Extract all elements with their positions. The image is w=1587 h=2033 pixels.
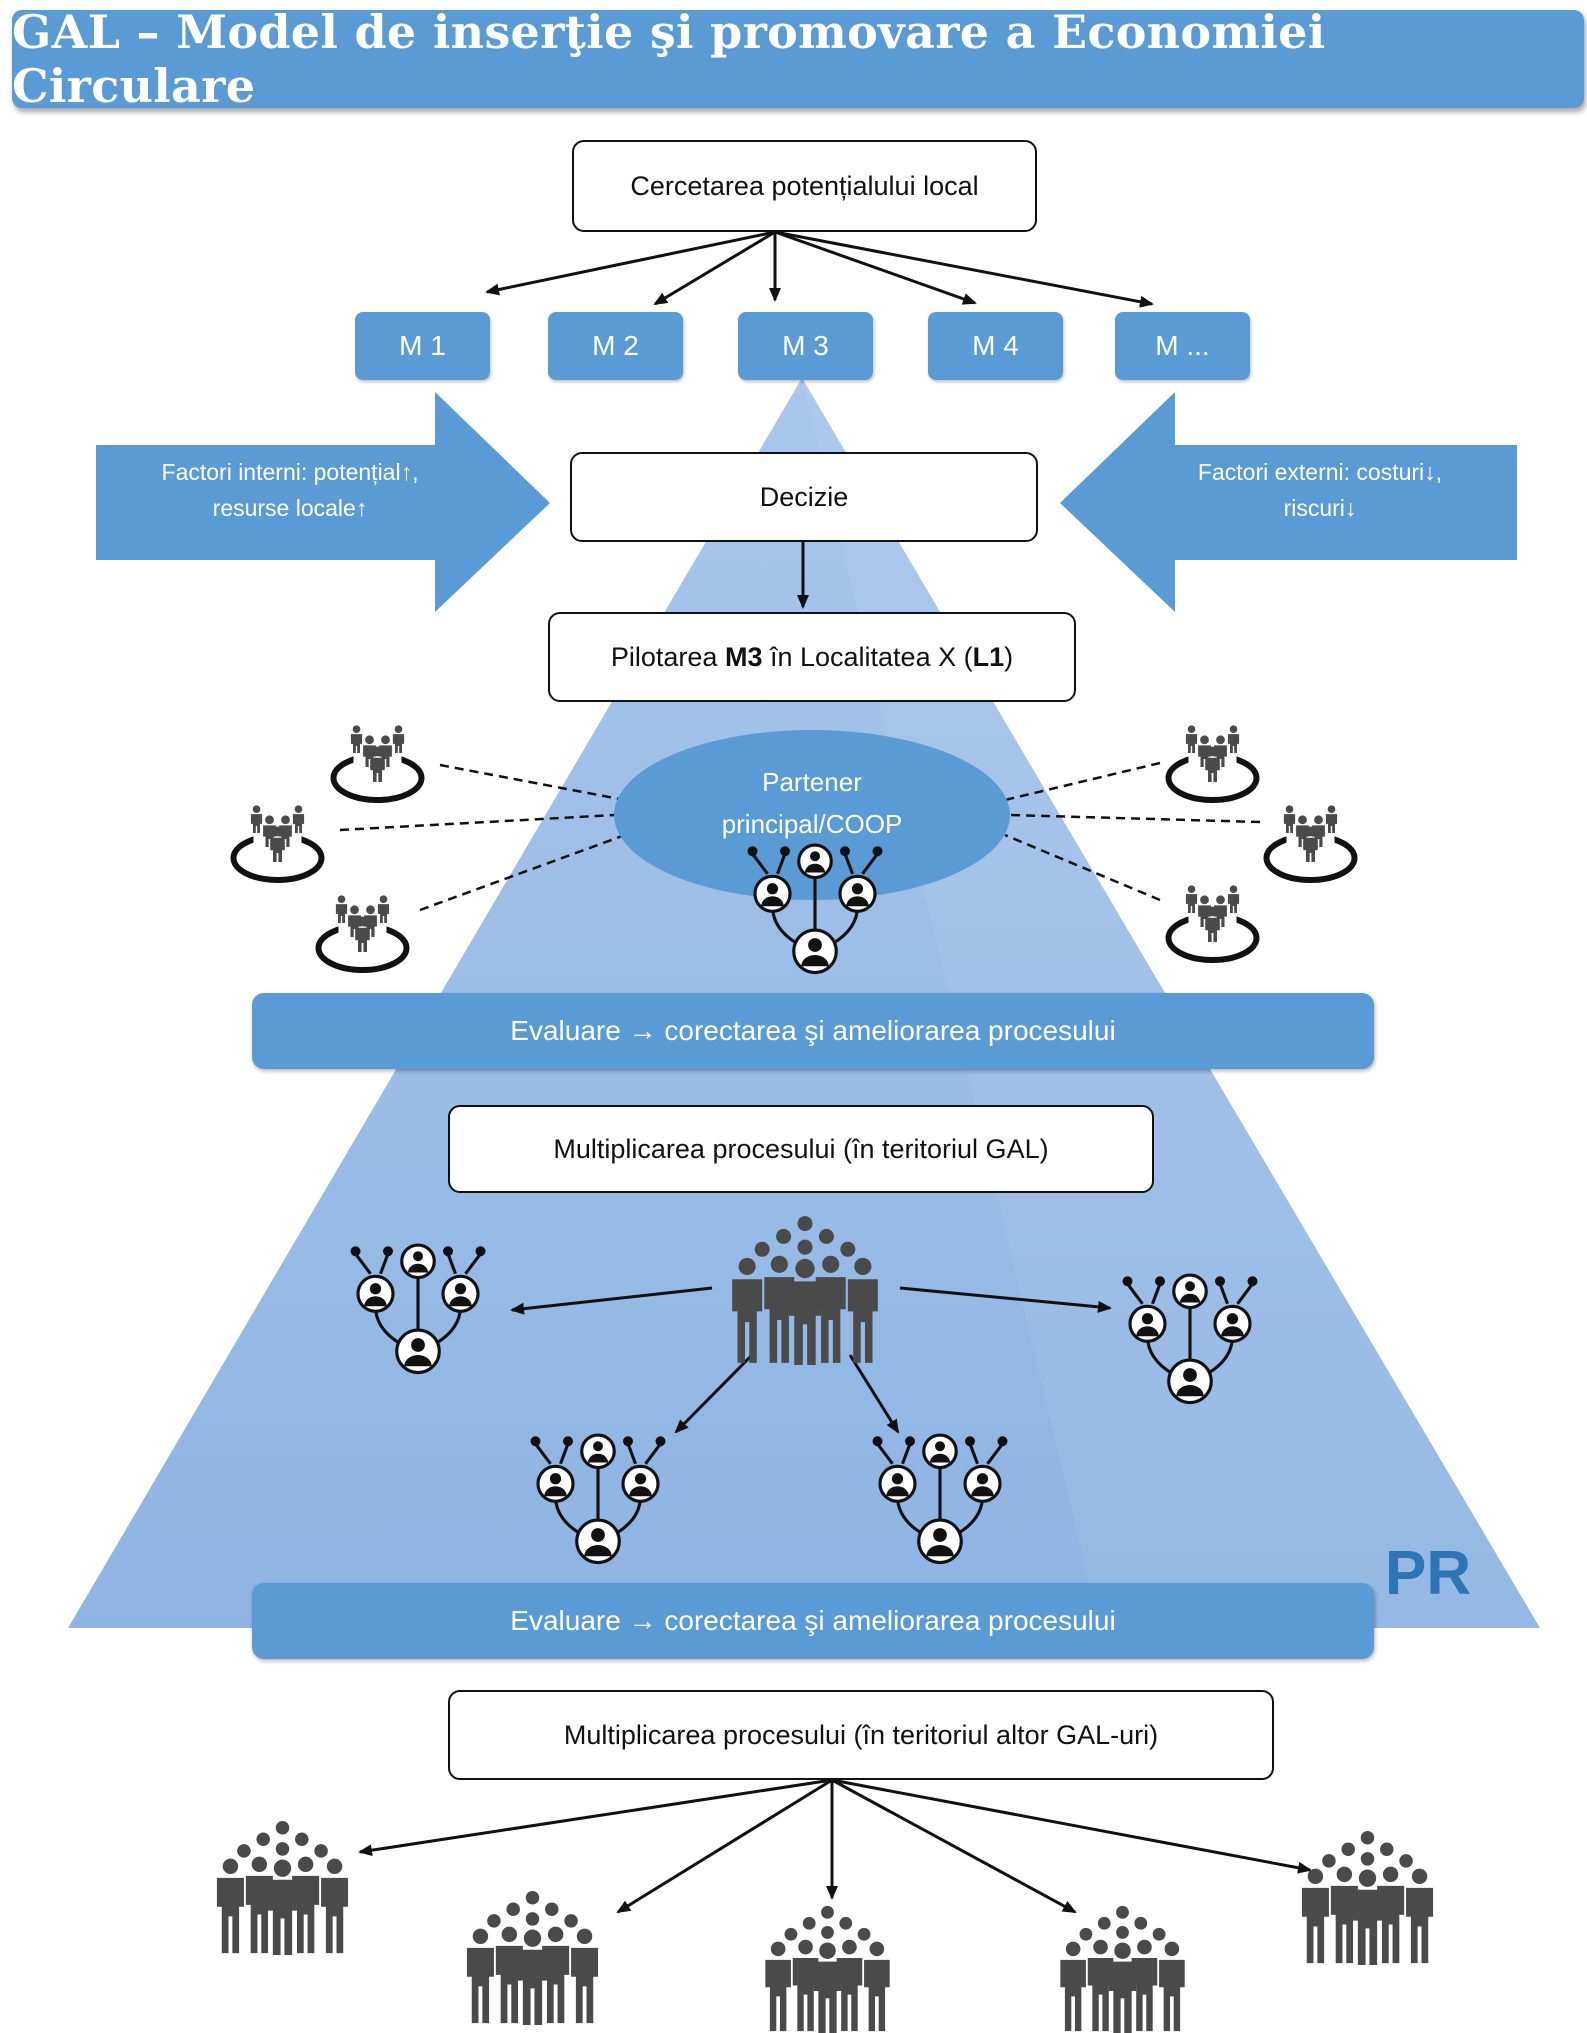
group-circle-icon xyxy=(1169,880,1257,960)
evaluation-label-2: Evaluare → corectarea şi ameliorarea pro… xyxy=(510,1605,1116,1636)
measure-m3-box: M 3 xyxy=(738,312,873,380)
partner-text: Partener principal/COOP xyxy=(662,762,962,845)
group-circle-icon xyxy=(1267,800,1355,880)
measure-label: M ... xyxy=(1155,330,1210,361)
pilot-label: Pilotarea M3 în Localitatea X (L1) xyxy=(611,642,1013,673)
evaluation-label-1: Evaluare → corectarea şi ameliorarea pro… xyxy=(510,1015,1116,1046)
pilot-middle: în Localitatea X ( xyxy=(762,641,973,672)
multiplication-gal-label: Multiplicarea procesului (în teritoriul … xyxy=(553,1133,1049,1164)
measure-label: M 3 xyxy=(782,330,829,361)
group-circle-icon xyxy=(319,890,407,970)
measure-label: M 1 xyxy=(399,330,446,361)
crowd-icon xyxy=(466,1890,599,2025)
partner-ellipse xyxy=(614,730,1010,900)
external-factors-line2: riscuri↓ xyxy=(1283,494,1357,521)
internal-factors-text: Factori interni: potențial↑, resurse loc… xyxy=(110,455,470,526)
decision-label: Decizie xyxy=(759,481,849,512)
pilot-measure: M3 xyxy=(724,641,763,672)
pilot-location: L1 xyxy=(972,641,1005,672)
pilot-suffix: ) xyxy=(1004,641,1014,672)
internal-factors-line2: resurse locale↑ xyxy=(212,494,368,521)
research-box: Cercetarea potențialului local xyxy=(572,140,1037,232)
crowd-icon xyxy=(1301,1830,1434,1965)
multiplication-other-box: Multiplicarea procesului (în teritoriul … xyxy=(448,1690,1274,1780)
group-circle-icon xyxy=(334,720,422,800)
pyramid-label: PR xyxy=(1385,1539,1472,1608)
measure-m4-box: M 4 xyxy=(928,312,1063,380)
measure-label: M 2 xyxy=(592,330,639,361)
multiplication-other-label: Multiplicarea procesului (în teritoriul … xyxy=(563,1719,1159,1750)
crowd-icon xyxy=(765,1905,890,2033)
decision-box: Decizie xyxy=(570,452,1038,542)
measure-m1-box: M 1 xyxy=(355,312,490,380)
pilot-prefix: Pilotarea xyxy=(610,641,725,672)
research-label: Cercetarea potențialului local xyxy=(630,170,979,201)
partner-line1: Partener xyxy=(762,767,862,797)
internal-factors-line1: Factori interni: potențial↑, xyxy=(161,459,419,485)
measure-more-box: M ... xyxy=(1115,312,1250,380)
pilot-box: Pilotarea M3 în Localitatea X (L1) xyxy=(548,612,1076,702)
partner-line2: principal/COOP xyxy=(721,808,903,839)
crowd-icon xyxy=(1060,1905,1185,2033)
multiplication-gal-box: Multiplicarea procesului (în teritoriul … xyxy=(448,1105,1154,1193)
page-title: GAL – Model de inserţie şi promovare a E… xyxy=(12,5,1326,113)
measure-m2-box: M 2 xyxy=(548,312,683,380)
crowd-icon xyxy=(216,1820,349,1955)
measure-label: M 4 xyxy=(972,330,1019,361)
group-circle-icon xyxy=(1169,720,1257,800)
internal-factors-arrow xyxy=(96,392,550,612)
external-factors-text: Factori externi: costuri↓, riscuri↓ xyxy=(1140,455,1500,526)
group-circle-icon xyxy=(234,800,322,880)
evaluation-bar-2: Evaluare → corectarea şi ameliorarea pro… xyxy=(252,1583,1374,1659)
external-factors-line1: Factori externi: costuri↓, xyxy=(1197,459,1443,485)
external-factors-arrow xyxy=(1060,392,1517,612)
title-banner: GAL – Model de inserţie şi promovare a E… xyxy=(12,5,1584,113)
evaluation-bar-1: Evaluare → corectarea şi ameliorarea pro… xyxy=(252,993,1374,1069)
